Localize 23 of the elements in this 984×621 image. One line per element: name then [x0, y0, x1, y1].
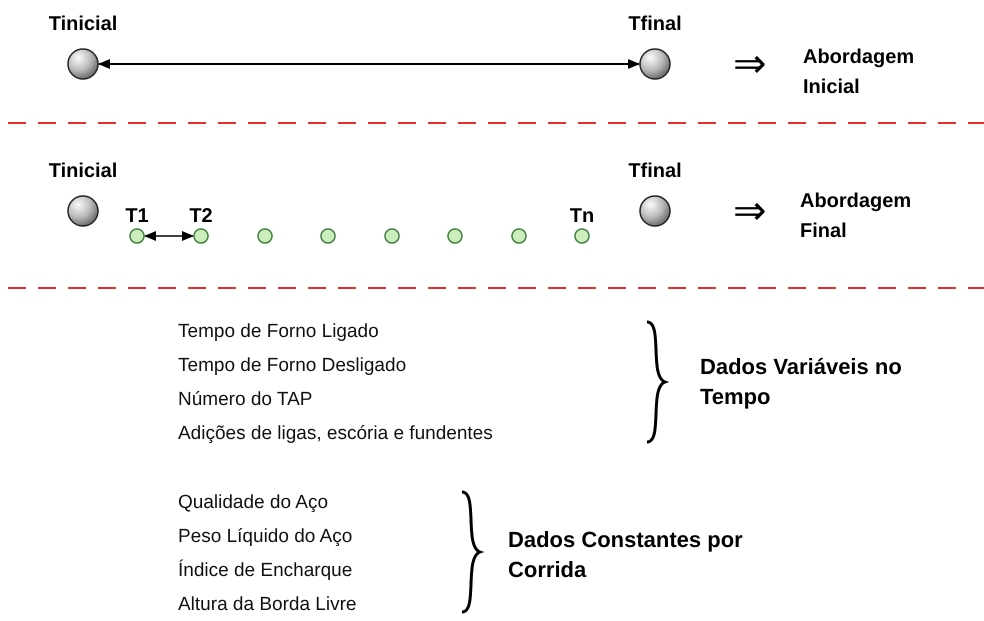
list-item: Tempo de Forno Ligado: [178, 320, 379, 344]
implies-symbol: ⇒: [733, 191, 767, 231]
outcome-label: Abordagem Inicial: [803, 45, 916, 100]
list-item: Tempo de Forno Desligado: [178, 354, 406, 378]
outcome-label: Abordagem Final: [800, 189, 912, 244]
step-label: T1: [125, 204, 149, 228]
implies-symbol: ⇒: [733, 44, 767, 84]
arrow: [144, 231, 194, 241]
list-item: Adições de ligas, escória e fundentes: [178, 422, 493, 446]
list-item: Índice de Encharque: [178, 559, 352, 583]
list-item: Peso Líquido do Aço: [178, 525, 352, 549]
list-item: Qualidade do Aço: [178, 491, 328, 515]
time-label: Tfinal: [628, 159, 682, 183]
arrow: [98, 59, 640, 69]
step-label: Tn: [570, 204, 594, 228]
step-label: T2: [189, 204, 213, 228]
list-item: Número do TAP: [178, 388, 312, 412]
time-label: Tfinal: [628, 12, 682, 36]
list-item: Altura da Borda Livre: [178, 593, 356, 617]
time-label: Tinicial: [48, 12, 118, 36]
time-label: Tinicial: [48, 159, 118, 183]
group-label: Dados Constantes por Corrida: [508, 526, 744, 584]
group-label: Dados Variáveis no Tempo: [700, 353, 903, 411]
